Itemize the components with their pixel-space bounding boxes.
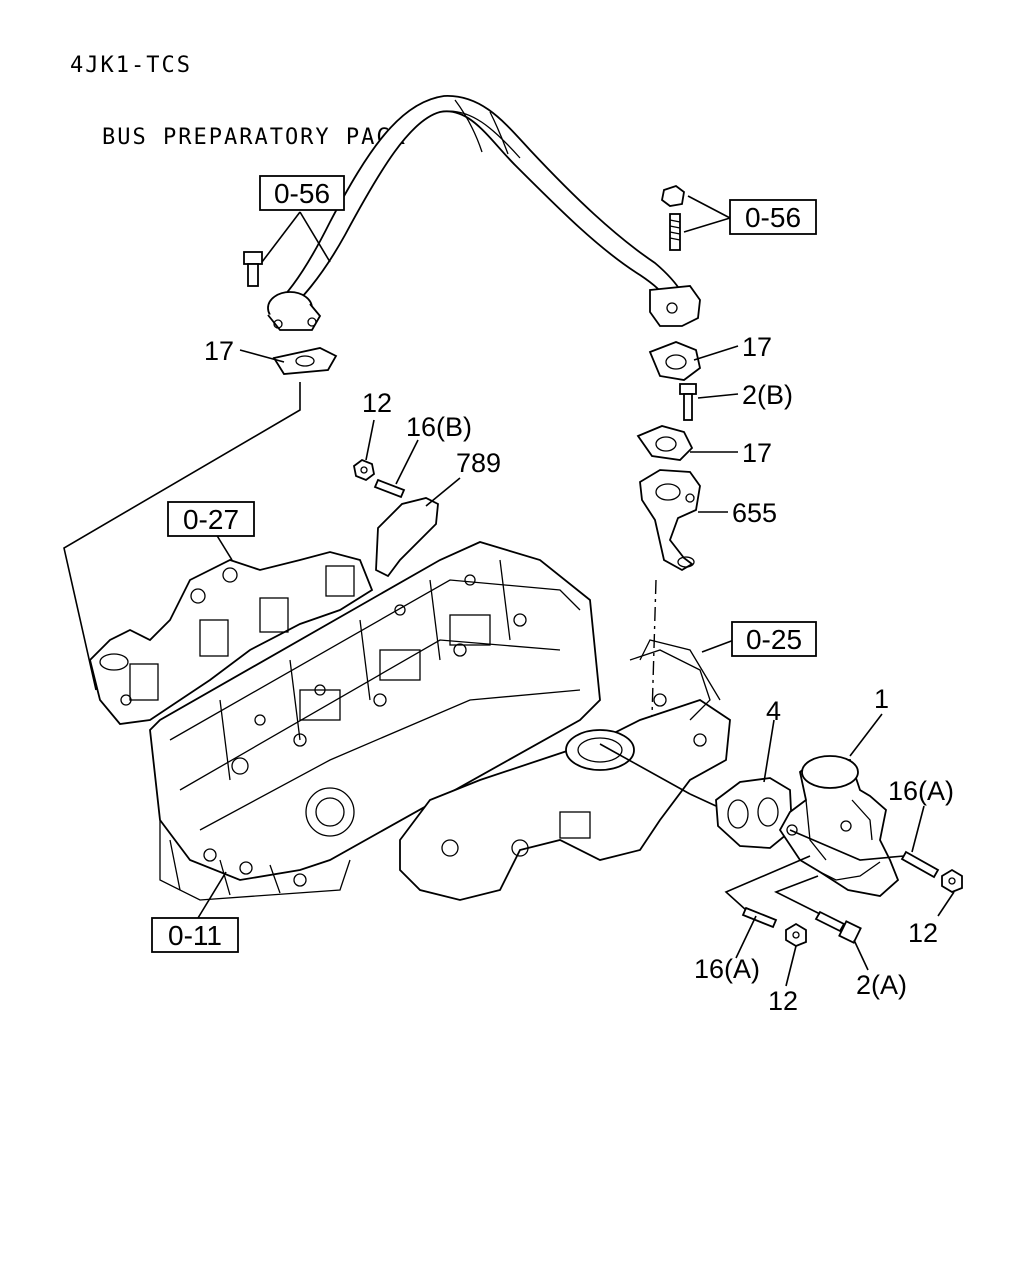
ref-text: 0-25 xyxy=(746,624,802,655)
part-label-16a-bottom: 16(A) xyxy=(694,954,760,984)
ref-box-011[interactable]: 0-11 xyxy=(151,917,239,953)
part-label-17-right-mid: 17 xyxy=(742,438,772,468)
ref-text: 0-27 xyxy=(183,504,239,535)
gasket-4 xyxy=(715,777,793,849)
part-label-4: 4 xyxy=(766,696,781,726)
stud-right-top xyxy=(669,213,681,251)
ref-text: 0-56 xyxy=(745,202,801,233)
part-label-655: 655 xyxy=(732,498,777,528)
part-label-17-right-top: 17 xyxy=(742,332,772,362)
gasket-left xyxy=(272,347,338,375)
pipe-flange-right xyxy=(649,285,701,327)
intake-manifold xyxy=(399,639,731,901)
part-label-16b: 16(B) xyxy=(406,412,472,442)
part-label-12-top: 12 xyxy=(362,388,392,418)
nut-right-top xyxy=(661,184,685,207)
gasket-right-mid xyxy=(636,425,694,461)
part-label-12-bottom: 12 xyxy=(768,986,798,1016)
leader-lines xyxy=(63,195,955,987)
cylinder-head xyxy=(149,541,601,901)
part-label-789: 789 xyxy=(456,448,501,478)
bolt-2b xyxy=(679,383,697,421)
stud-16a-right xyxy=(900,850,940,879)
egr-elbow-655 xyxy=(639,469,701,572)
bolt-2a xyxy=(814,910,862,944)
ref-box-056-left[interactable]: 0-56 xyxy=(259,175,345,211)
part-label-17-left: 17 xyxy=(204,336,234,366)
ref-text: 0-56 xyxy=(274,178,330,209)
stud-16a-bottom xyxy=(741,906,778,929)
part-label-1: 1 xyxy=(874,684,889,714)
ref-box-025[interactable]: 0-25 xyxy=(731,621,817,657)
gasket-right-top xyxy=(648,341,702,381)
part-label-12-right: 12 xyxy=(908,918,938,948)
ref-box-027[interactable]: 0-27 xyxy=(167,501,255,537)
bolt-left xyxy=(243,251,263,287)
part-label-2a: 2(A) xyxy=(856,970,907,1000)
part-label-2b: 2(B) xyxy=(742,380,793,410)
cover-plate-789 xyxy=(375,497,439,578)
ref-text: 0-11 xyxy=(168,920,222,951)
pipe-flange-left xyxy=(267,291,322,331)
nut-12-top xyxy=(353,458,375,482)
model-code: 4JK1-TCS xyxy=(70,53,192,78)
nut-12-bottom xyxy=(785,922,807,948)
egr-valve-1 xyxy=(778,755,900,897)
part-label-16a-right: 16(A) xyxy=(888,776,954,806)
ref-box-056-right[interactable]: 0-56 xyxy=(729,199,817,235)
exhaust-manifold xyxy=(89,551,374,725)
nut-12-right xyxy=(941,868,963,894)
stud-16b xyxy=(373,478,406,499)
